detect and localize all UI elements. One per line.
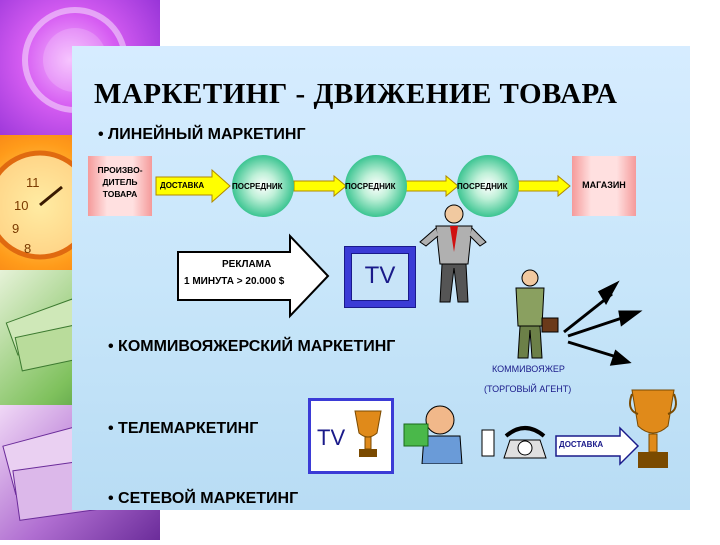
- chain-arrows: [155, 168, 643, 466]
- producer-line-3: ТОВАРА: [102, 189, 138, 199]
- bullet-salesman-marketing: • КОММИВОЯЖЕРСКИЙ МАРКЕТИНГ: [108, 338, 396, 355]
- telemarketing-tv-box: TV: [308, 398, 394, 474]
- chain-arrow-4: [517, 174, 571, 198]
- salesman-icon: [515, 269, 559, 359]
- tv-label: TV: [364, 262, 396, 289]
- tv-box: TV: [344, 246, 416, 308]
- big-trophy-icon: [629, 389, 677, 468]
- middleman-label-1: ПОСРЕДНИК: [232, 182, 283, 191]
- telephone-icon: [481, 426, 547, 459]
- banknotes-icon: [5, 298, 92, 372]
- salesman-arrows: [563, 280, 643, 366]
- orange-clock-icon: 11 10 9 8: [0, 150, 95, 260]
- telemarketing-tv-label: TV: [317, 425, 346, 450]
- svg-text:8: 8: [24, 241, 31, 256]
- shop-label: МАГАЗИН: [582, 180, 626, 190]
- ad-line-1: РЕКЛАМА: [222, 259, 272, 270]
- advertising-arrow: [177, 233, 330, 319]
- producer-line-2: ДИТЕЛЬ: [102, 177, 138, 187]
- telemarketing-delivery-arrow: [555, 426, 640, 466]
- bullet-linear-marketing: • ЛИНЕЙНЫЙ МАРКЕТИНГ: [98, 126, 306, 143]
- slide: МАРКЕТИНГ - ДВИЖЕНИЕ ТОВАРА • ЛИНЕЙНЫЙ М…: [72, 46, 690, 510]
- tv-screen: TV: [351, 253, 409, 301]
- bullet-network-marketing: • СЕТЕВОЙ МАРКЕТИНГ: [108, 490, 299, 507]
- chain-arrow-3: [405, 174, 459, 198]
- chain-arrow-2: [293, 174, 347, 198]
- slide-title: МАРКЕТИНГ - ДВИЖЕНИЕ ТОВАРА: [94, 78, 618, 110]
- svg-text:11: 11: [26, 175, 40, 190]
- shop-box: МАГАЗИН: [572, 156, 636, 216]
- middleman-label-2: ПОСРЕДНИК: [345, 182, 396, 191]
- trophy-icon: [354, 410, 382, 457]
- delivery-label: ДОСТАВКА: [160, 181, 205, 190]
- svg-text:10: 10: [14, 198, 28, 213]
- salesman-label-2: (ТОРГОВЫЙ АГЕНТ): [484, 384, 572, 394]
- shrugging-man-icon: [419, 204, 487, 303]
- bullet-telemarketing: • ТЕЛЕМАРКЕТИНГ: [108, 420, 259, 437]
- delivery-arrow: [155, 168, 231, 204]
- telemarketing-delivery-label: ДОСТАВКА: [559, 440, 604, 449]
- middleman-circle-3: [457, 155, 519, 217]
- middleman-label-3: ПОСРЕДНИК: [457, 182, 508, 191]
- middleman-circle-1: [232, 155, 294, 217]
- producer-box: ПРОИЗВО- ДИТЕЛЬ ТОВАРА: [88, 156, 152, 216]
- svg-text:9: 9: [12, 221, 19, 236]
- ad-line-2: 1 МИНУТА > 20.000 $: [184, 276, 285, 287]
- producer-line-1: ПРОИЗВО-: [97, 165, 143, 175]
- man-with-money-icon: [403, 405, 463, 464]
- salesman-label-1: КОММИВОЯЖЕР: [492, 364, 565, 374]
- middleman-circle-2: [345, 155, 407, 217]
